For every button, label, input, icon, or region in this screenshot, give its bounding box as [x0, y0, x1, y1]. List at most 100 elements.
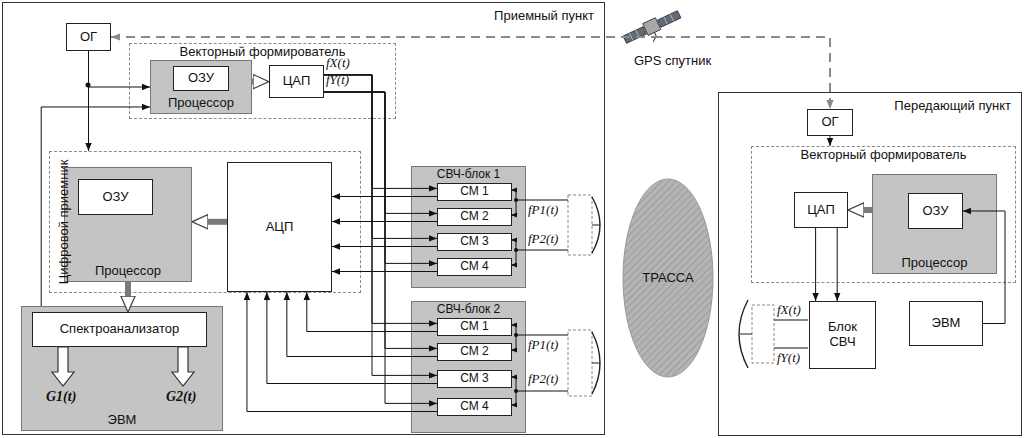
node-label: СМ 2 — [460, 210, 489, 224]
signal-connector — [815, 228, 816, 301]
signal-connector — [287, 292, 437, 357]
microwave-block: СВЧ-блок 2СМ 1 СМ 2 СМ 3 СМ 4 — [411, 301, 526, 433]
node-label: ЭВМ — [932, 316, 961, 331]
mixer-box: СМ 2 — [437, 343, 512, 361]
node-label: СМ 3 — [460, 235, 489, 249]
signal-connector — [830, 136, 831, 146]
node-label: СМ 1 — [460, 185, 489, 199]
node-label: ЭВМ — [108, 413, 137, 430]
dac-box: ЦАП — [269, 65, 324, 98]
dac-box: ЦАП — [794, 192, 848, 228]
node-label: ЦАП — [283, 74, 311, 89]
group-frame: Векторный формировательЦАППроцессорОЗУ — [751, 146, 1016, 283]
node-label: АЦП — [266, 220, 294, 235]
node-label: ОЗУ — [922, 204, 948, 219]
site-frame: Приемный пунктОГВекторный формировательП… — [2, 2, 605, 435]
node-label: Передающий пункт — [894, 93, 1021, 114]
node-label: Приемный пункт — [494, 3, 604, 24]
mixer-box: СМ 4 — [437, 258, 512, 276]
node-label: ОГ — [821, 115, 838, 130]
signal-connector — [324, 92, 437, 263]
data-bus-arrow — [860, 207, 872, 213]
node-label: СВЧ-блок 2 — [437, 302, 501, 317]
antenna-symbol — [568, 195, 600, 255]
signal-label: fY(t) — [326, 73, 349, 87]
signal-label: fP2(t) — [528, 232, 558, 246]
signal-connector — [332, 196, 437, 197]
mixer-box: СМ 3 — [437, 370, 512, 388]
node-label: ЦАП — [807, 203, 835, 218]
ellipse-outline — [623, 179, 713, 377]
antenna-symbol — [739, 300, 774, 368]
mixer-box: СМ 4 — [437, 398, 512, 416]
node-label: Цифровой приемник — [57, 160, 72, 285]
path-ellipse: ТРАССА — [622, 178, 714, 378]
node-label: СМ 4 — [460, 260, 489, 274]
signal-label: fX(t) — [326, 56, 350, 70]
node-label: Процессор — [902, 256, 968, 273]
node-label: СВЧ-блок 1 — [437, 167, 501, 182]
node-label: СМ 3 — [460, 372, 489, 386]
node-label: ОГ — [80, 30, 97, 45]
signal-connector — [324, 75, 437, 324]
signal-connector — [324, 75, 437, 239]
junction-dot — [86, 83, 519, 394]
node-label: СМ 4 — [460, 400, 489, 414]
signal-label: fP1(t) — [528, 203, 558, 217]
mixer-box: СМ 1 — [437, 318, 512, 336]
signal-connector — [332, 221, 437, 222]
computer-box: ЭВМ — [909, 301, 983, 346]
node-label: ОЗУ — [102, 190, 128, 205]
mixer-box: СМ 2 — [437, 208, 512, 226]
signal-label: fP2(t) — [528, 372, 558, 386]
microwave-box: Блок СВЧ — [809, 301, 876, 369]
processor-box: Процессор ОЗУ — [872, 174, 997, 274]
group-frame: Векторный формировательПроцессор ОЗУ ЦАП — [129, 43, 396, 119]
node-label: Спектроанализатор — [60, 322, 180, 337]
site-frame: Передающий пунктОГВекторный формировател… — [718, 92, 1022, 436]
node-label: ТРАССА — [642, 271, 693, 286]
node-label: Векторный формирователь — [180, 44, 346, 60]
oscillator-box: ОГ — [66, 23, 111, 51]
microwave-block: СВЧ-блок 1 СМ 1 СМ 2 СМ 3 СМ 4 — [411, 166, 526, 288]
signal-label: GPS спутник — [634, 54, 711, 68]
signal-connector — [332, 271, 437, 272]
processor-box: Процессор ОЗУ — [64, 167, 192, 282]
data-bus-arrow — [204, 219, 227, 225]
signal-connector — [324, 75, 437, 376]
signal-connector — [324, 92, 437, 213]
signal-connector — [88, 51, 89, 151]
output-arrow — [52, 347, 194, 386]
signal-connector — [89, 51, 151, 87]
node-label: Процессор — [95, 264, 161, 281]
signal-label: G1(t) — [46, 389, 76, 404]
node-label: Блок СВЧ — [821, 320, 865, 350]
node-label: Процессор — [168, 96, 234, 113]
node-label: ОЗУ — [188, 71, 214, 86]
computer-box: ЭВМ Спектроанализатор — [21, 306, 223, 431]
mixer-box: СМ 1 — [437, 183, 512, 201]
signal-connector — [307, 292, 437, 332]
signal-connector — [963, 211, 1005, 324]
antenna-symbol — [568, 330, 600, 396]
memory-box: ОЗУ — [173, 66, 229, 91]
signal-connector — [324, 75, 437, 188]
oscillator-box: ОГ — [807, 109, 853, 136]
signal-connector — [247, 292, 437, 412]
signal-label: fY(t) — [777, 351, 800, 365]
signal-connector — [837, 228, 838, 301]
signal-connector — [324, 92, 437, 348]
satellite-icon — [622, 8, 685, 52]
processor-box: Процессор ОЗУ — [150, 60, 252, 114]
signal-label: fP1(t) — [528, 338, 558, 352]
signal-label: G2(t) — [166, 389, 196, 404]
signal-connector — [332, 246, 437, 247]
data-bus-arrow — [125, 282, 131, 300]
memory-box: ОЗУ — [908, 193, 963, 229]
signal-connector — [267, 292, 437, 384]
signal-connector — [41, 107, 150, 306]
sync-link — [111, 37, 830, 109]
node-label: СМ 2 — [460, 345, 489, 359]
